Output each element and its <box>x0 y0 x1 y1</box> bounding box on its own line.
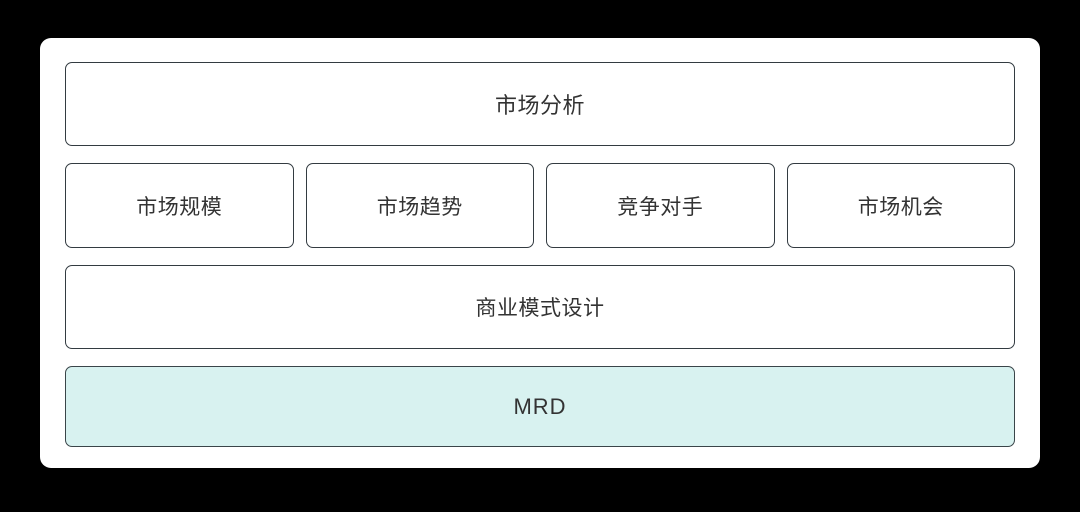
node-competitors[interactable]: 竞争对手 <box>546 163 775 248</box>
node-market-analysis-label: 市场分析 <box>494 93 585 118</box>
node-market-opportunity[interactable]: 市场机会 <box>786 163 1015 248</box>
node-market-size-label: 市场规模 <box>136 195 223 219</box>
node-market-analysis[interactable]: 市场分析 <box>65 62 1015 146</box>
node-mrd[interactable]: MRD <box>65 366 1015 447</box>
node-market-opportunity-label: 市场机会 <box>857 195 944 219</box>
node-mrd-label: MRD <box>513 393 567 419</box>
diagram-card: 市场分析 市场规模 市场趋势 竞争对手 市场机会 商业模式设计 MRD <box>40 38 1040 468</box>
node-market-trend-label: 市场趋势 <box>376 195 463 219</box>
node-competitors-label: 竞争对手 <box>617 195 704 219</box>
node-market-trend[interactable]: 市场趋势 <box>305 163 534 248</box>
children-row: 市场规模 市场趋势 竞争对手 市场机会 <box>65 163 1015 248</box>
node-market-size[interactable]: 市场规模 <box>65 163 294 248</box>
node-business-model-design-label: 商业模式设计 <box>475 297 605 320</box>
node-business-model-design[interactable]: 商业模式设计 <box>65 265 1015 349</box>
